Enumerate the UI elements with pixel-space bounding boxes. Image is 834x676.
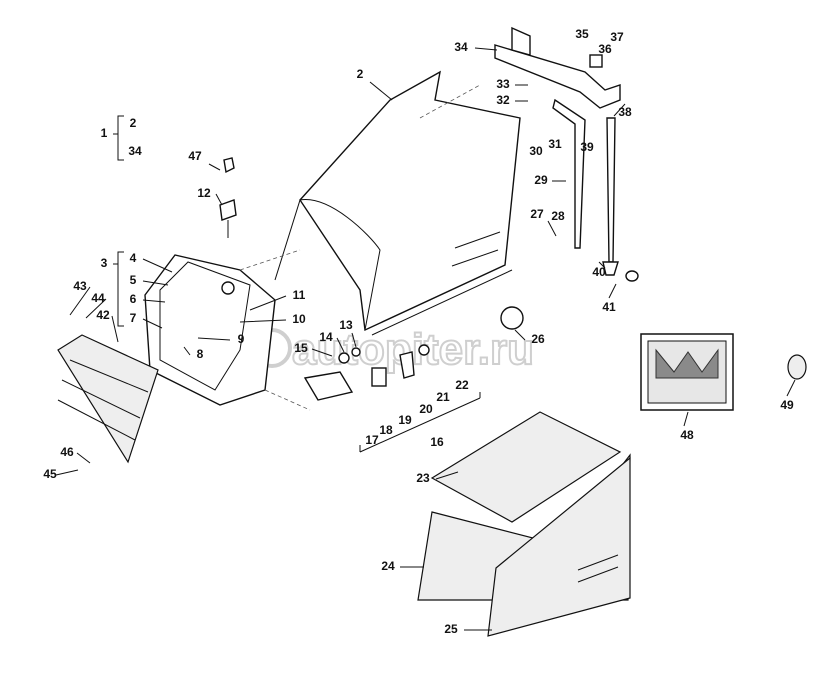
callout-6: 6 <box>130 292 137 306</box>
callout-40: 40 <box>592 265 606 279</box>
leader-lines <box>55 47 796 631</box>
ring-part <box>500 306 524 330</box>
callout-44: 44 <box>91 291 105 305</box>
callout-21: 21 <box>436 390 450 404</box>
callout-46: 46 <box>60 445 74 459</box>
callout-29: 29 <box>534 173 548 187</box>
callout-30: 30 <box>529 144 543 158</box>
callout-7: 7 <box>130 311 137 325</box>
callout-9: 9 <box>238 332 245 346</box>
callout-11: 11 <box>293 288 306 302</box>
callout-28: 28 <box>551 209 565 223</box>
callout-4: 4 <box>130 251 137 265</box>
callout-32: 32 <box>496 93 510 107</box>
callout-47: 47 <box>188 149 202 163</box>
callout-42: 42 <box>96 308 110 322</box>
callout-12: 12 <box>197 186 211 200</box>
callout-13: 13 <box>339 318 353 332</box>
hood-part <box>274 70 521 336</box>
callout-24: 24 <box>381 559 395 573</box>
callout-34: 34 <box>128 144 142 158</box>
callout-3: 3 <box>101 256 108 270</box>
callout-16: 16 <box>430 435 444 449</box>
callout-33: 33 <box>496 77 510 91</box>
callout-15: 15 <box>294 341 308 355</box>
callout-18: 18 <box>379 423 393 437</box>
callout-25: 25 <box>444 622 458 636</box>
callout-34: 34 <box>454 40 468 54</box>
grille-screen-part <box>57 334 159 464</box>
callout-20: 20 <box>419 402 433 416</box>
callout-27: 27 <box>530 207 544 221</box>
grille-housing-part <box>144 249 311 411</box>
callout-23: 23 <box>416 471 430 485</box>
callout-22: 22 <box>455 378 469 392</box>
callout-43: 43 <box>73 279 87 293</box>
callout-49: 49 <box>780 398 794 412</box>
callout-8: 8 <box>197 347 204 361</box>
ignition-switch-part <box>219 157 237 238</box>
callout-14: 14 <box>319 330 333 344</box>
bracket-part <box>494 26 639 282</box>
callout-1: 1 <box>101 126 108 140</box>
callout-38: 38 <box>618 105 632 119</box>
decal-part <box>640 333 734 411</box>
side-panels-part <box>417 411 631 637</box>
callout-37: 37 <box>610 30 624 44</box>
callout-2: 2 <box>357 67 364 81</box>
callout-5: 5 <box>130 273 137 287</box>
callout-31: 31 <box>548 137 562 151</box>
callout-26: 26 <box>531 332 545 346</box>
callout-45: 45 <box>43 467 57 481</box>
callout-10: 10 <box>292 312 306 326</box>
latch-assembly-part <box>303 344 430 401</box>
callout-41: 41 <box>602 300 616 314</box>
callout-19: 19 <box>398 413 412 427</box>
callout-36: 36 <box>598 42 612 56</box>
callout-35: 35 <box>575 27 589 41</box>
callout-17: 17 <box>365 433 379 447</box>
callout-39: 39 <box>580 140 594 154</box>
callout-2: 2 <box>130 116 137 130</box>
emblem-part <box>787 354 807 380</box>
callout-48: 48 <box>680 428 694 442</box>
